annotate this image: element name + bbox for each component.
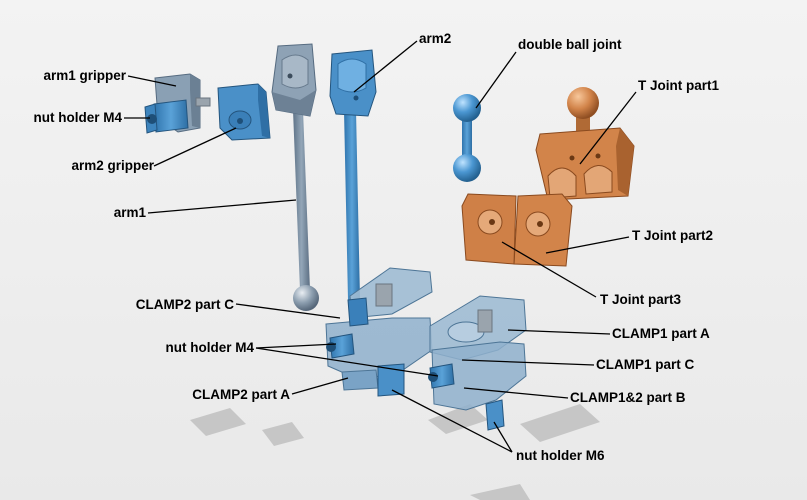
label-t-joint-part2: T Joint part2 <box>632 228 714 243</box>
leader-clamp1-part-a <box>507 329 611 335</box>
label-arm1: arm1 <box>113 205 146 220</box>
label-clamp12-part-b: CLAMP1&2 part B <box>570 390 686 405</box>
arm2-gripper-part <box>217 83 271 141</box>
leader-clamp12-part-b <box>463 387 569 399</box>
leader-double-ball-joint <box>475 51 517 109</box>
label-t-joint-part3: T Joint part3 <box>600 292 682 307</box>
label-arm2: arm2 <box>419 31 452 46</box>
leader-lines <box>124 40 637 453</box>
arm1-part <box>271 43 319 311</box>
leader-t-joint-part1 <box>579 91 637 165</box>
leader-t-joint-part2 <box>545 236 630 254</box>
t-joint-part3-part <box>461 193 517 265</box>
leader-t-joint-part3 <box>501 241 597 298</box>
clamp1-assembly <box>428 295 527 431</box>
label-double-ball-joint: double ball joint <box>518 37 622 52</box>
t-joint-part2-part <box>513 193 573 267</box>
leader-arm2 <box>353 40 418 93</box>
leader-clamp2-part-a <box>291 377 349 395</box>
label-nut-holder-m6: nut holder M6 <box>516 448 605 463</box>
leader-nut-holder-m6-1 <box>391 389 513 453</box>
leader-nut-holder-m4-bottom-2 <box>255 347 439 377</box>
label-clamp2-part-c: CLAMP2 part C <box>135 297 234 312</box>
leader-clamp2-part-c <box>235 303 341 319</box>
leader-clamp1-part-c <box>461 359 595 366</box>
leader-nut-holder-m6-2 <box>493 421 513 453</box>
label-nut-holder-m4-top: nut holder M4 <box>33 110 123 125</box>
label-clamp1-part-c: CLAMP1 part C <box>596 357 695 372</box>
label-arm2-gripper: arm2 gripper <box>71 158 154 173</box>
leader-nut-holder-m4-bottom-1 <box>255 343 337 349</box>
label-arm1-gripper: arm1 gripper <box>43 68 126 83</box>
label-nut-holder-m4-bottom: nut holder M4 <box>165 340 255 355</box>
label-clamp2-part-a: CLAMP2 part A <box>192 387 290 402</box>
leader-arm1-gripper <box>127 75 177 87</box>
label-clamp1-part-a: CLAMP1 part A <box>612 326 710 341</box>
leader-arm2-gripper <box>153 127 237 167</box>
label-t-joint-part1: T Joint part1 <box>638 78 720 93</box>
arm2-part <box>329 49 377 300</box>
t-joint-part1-part <box>535 87 635 201</box>
floor-shadows <box>190 404 600 500</box>
double-ball-joint-part <box>453 94 481 182</box>
nut-holder-m4-top-part <box>144 97 211 134</box>
clamp2-assembly <box>325 267 433 397</box>
leader-arm1 <box>147 199 297 214</box>
